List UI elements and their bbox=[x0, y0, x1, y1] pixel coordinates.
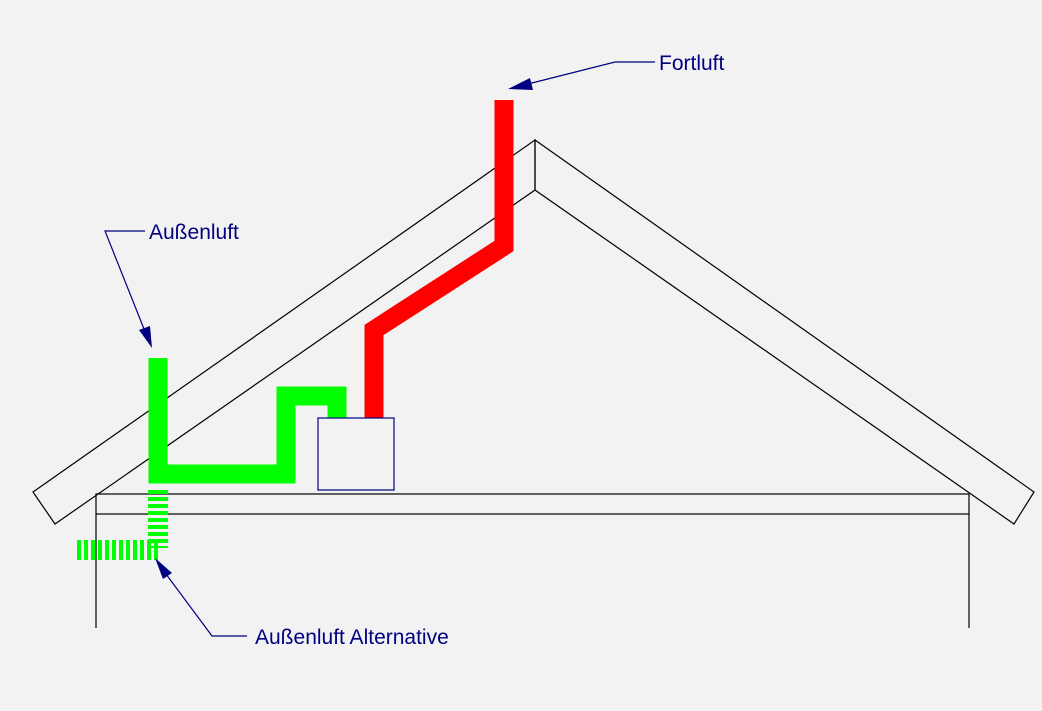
supply-duct-alternative-horizontal bbox=[74, 540, 160, 560]
fortluft-label: Fortluft bbox=[659, 52, 725, 75]
aussenluft-alternative-label: Außenluft Alternative bbox=[255, 626, 449, 649]
ceiling-slab bbox=[95, 493, 970, 515]
roof-right-slab bbox=[534, 138, 1035, 525]
exhaust-duct bbox=[364, 100, 514, 418]
aussenluft-alternative-arrowhead bbox=[155, 558, 172, 579]
aussenluft-leader bbox=[104, 230, 151, 345]
building bbox=[95, 493, 970, 628]
supply-duct-alternative-vertical bbox=[148, 488, 168, 548]
ventilation-unit bbox=[317, 417, 395, 491]
annotations bbox=[104, 61, 655, 637]
supply-duct bbox=[148, 358, 347, 484]
fortluft-arrowhead bbox=[508, 78, 533, 90]
aussenluft-arrowhead bbox=[139, 326, 152, 348]
aussenluft-label: Außenluft bbox=[149, 221, 239, 244]
aussenluft-alternative-leader bbox=[159, 565, 247, 637]
arrowheads bbox=[139, 78, 533, 579]
fortluft-leader bbox=[519, 61, 655, 87]
roof bbox=[32, 138, 1035, 525]
